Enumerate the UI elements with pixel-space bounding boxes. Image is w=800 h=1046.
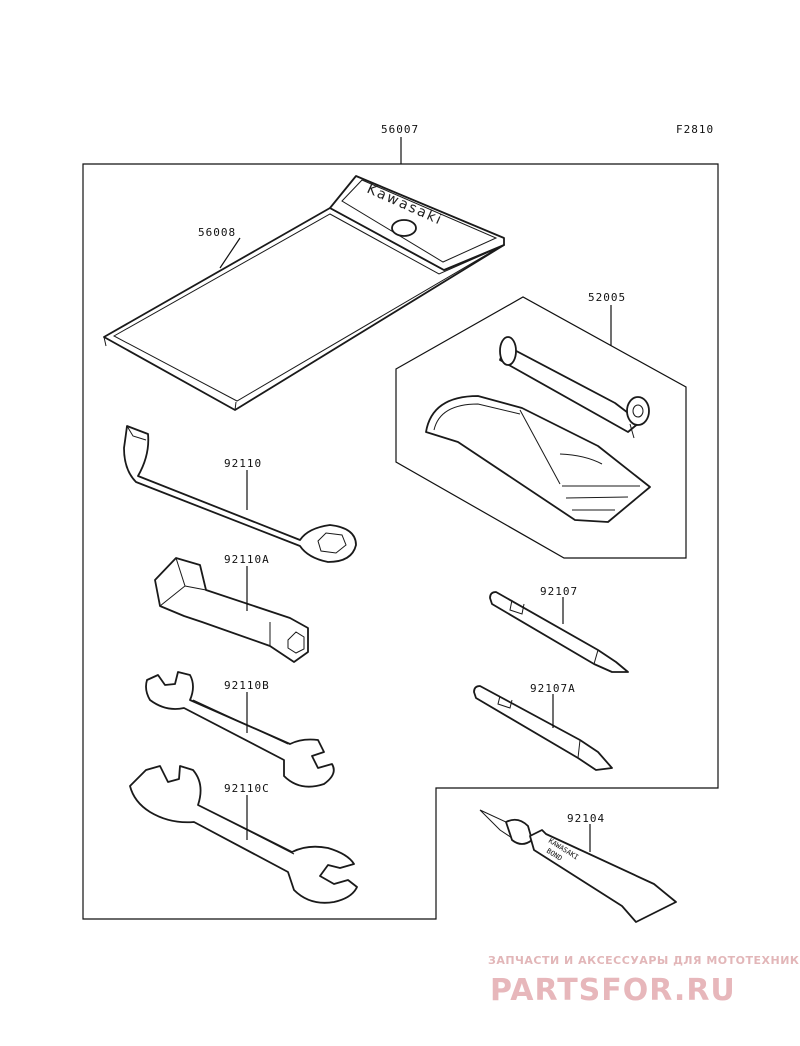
tire-kit-frame bbox=[395, 296, 687, 559]
tire-kit-cylinder bbox=[499, 336, 650, 439]
tool-bag: Kawasaki bbox=[103, 175, 505, 411]
tire-kit-pouch bbox=[425, 395, 651, 523]
label-56007[interactable]: 56007 bbox=[381, 123, 419, 136]
watermark-brand[interactable]: PARTSFOR.RU bbox=[490, 973, 736, 1008]
label-92110b[interactable]: 92110B bbox=[224, 679, 270, 692]
label-92107[interactable]: 92107 bbox=[540, 585, 578, 598]
label-56008[interactable]: 56008 bbox=[198, 226, 236, 239]
leader-56008 bbox=[219, 237, 241, 269]
label-52005[interactable]: 52005 bbox=[588, 291, 626, 304]
label-92110[interactable]: 92110 bbox=[224, 457, 262, 470]
label-92104[interactable]: 92104 bbox=[567, 812, 605, 825]
watermark-top-line: ЗАПЧАСТИ И АКСЕССУАРЫ ДЛЯ МОТОТЕХНИКИ bbox=[488, 954, 800, 967]
figure-code: F2810 bbox=[676, 123, 714, 136]
screwdriver bbox=[489, 591, 629, 673]
tool-kit-frame bbox=[82, 137, 719, 920]
label-92110c[interactable]: 92110C bbox=[224, 782, 270, 795]
spark-plug-wrench bbox=[154, 557, 309, 663]
label-92107a[interactable]: 92107A bbox=[530, 682, 576, 695]
wrench-b bbox=[145, 671, 335, 788]
label-92110a[interactable]: 92110A bbox=[224, 553, 270, 566]
bond-tube: KAWASAKI BOND bbox=[479, 809, 677, 923]
screwdriver-a bbox=[473, 685, 613, 771]
hook-wrench bbox=[123, 425, 357, 563]
